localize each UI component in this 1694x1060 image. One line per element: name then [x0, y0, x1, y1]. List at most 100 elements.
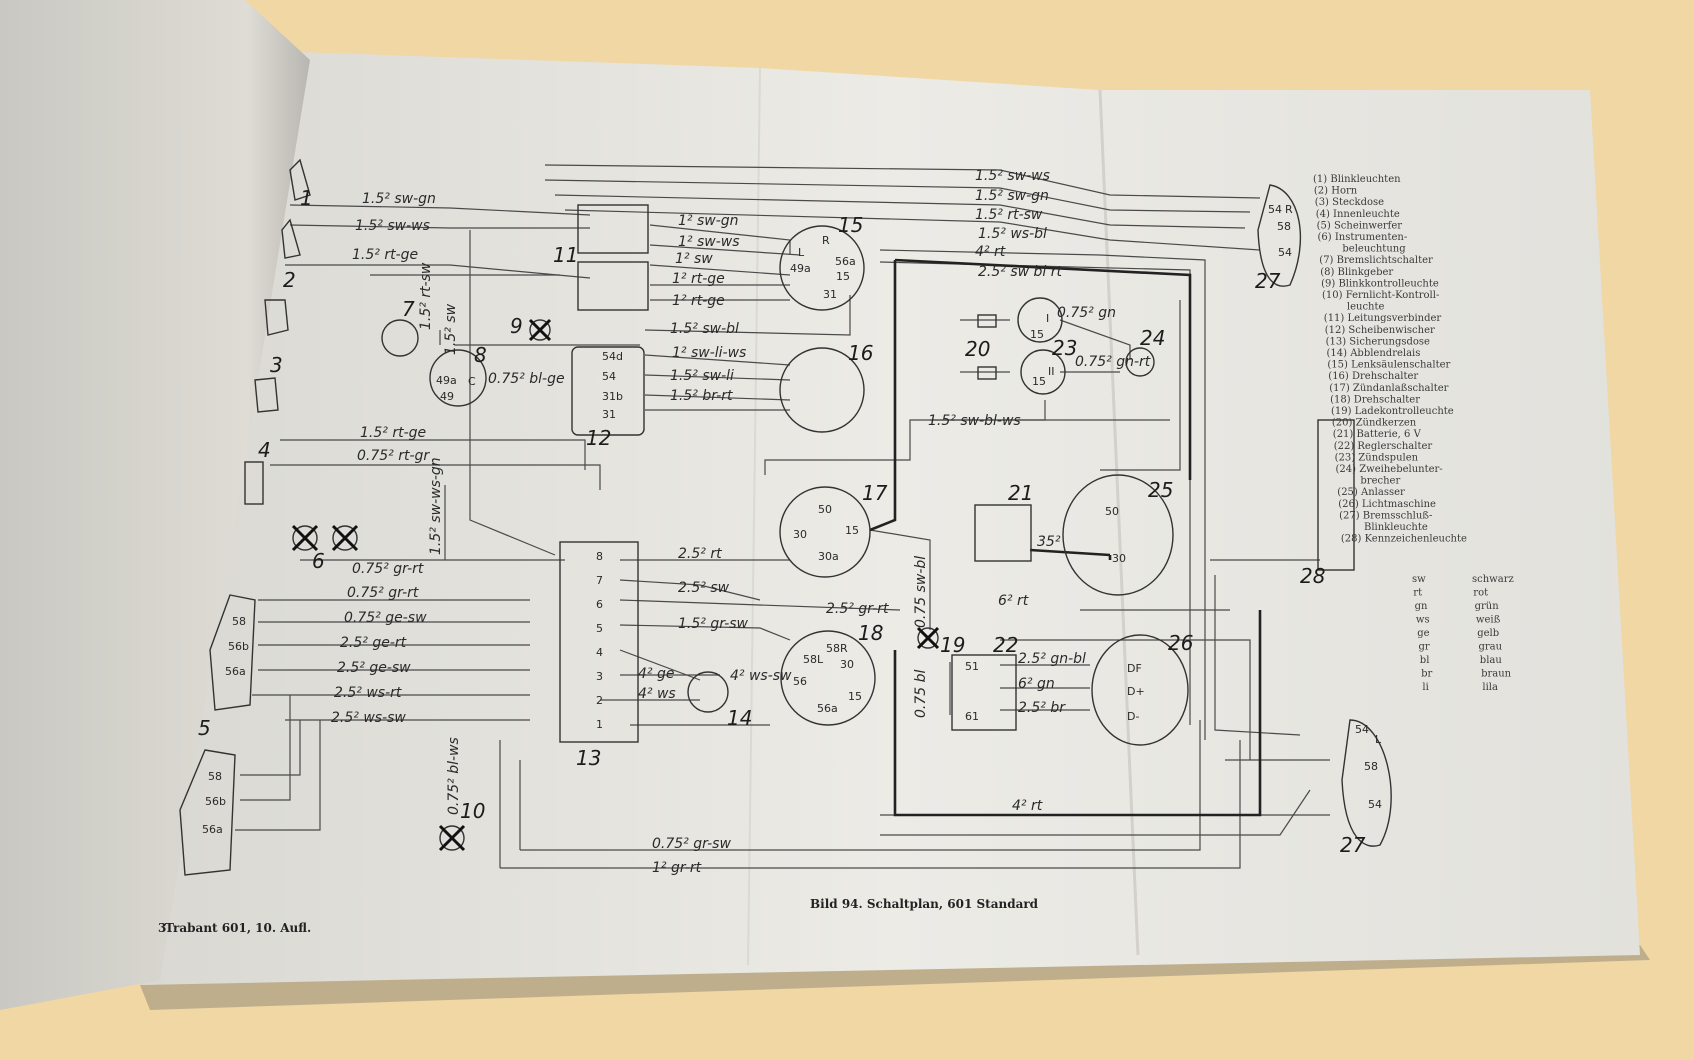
- fuse-number: 3: [596, 670, 603, 683]
- component-number: 25: [1148, 478, 1173, 502]
- terminal-label: 50: [1105, 505, 1119, 518]
- legend-item: (7) Bremslichtschalter: [1319, 255, 1433, 266]
- wire-label: 0.75² ge-sw: [344, 610, 427, 626]
- wire-label: 0.75² gr-rt: [352, 561, 424, 577]
- terminal-label: 54: [1278, 246, 1292, 259]
- wire-label: 2.5² ws-rt: [334, 685, 402, 701]
- legend-list: (1) Blinkleuchten(2) Horn(3) Steckdose(4…: [1313, 174, 1467, 545]
- color-abbrev: ws: [1416, 615, 1430, 626]
- terminal-label: 56b: [228, 640, 249, 653]
- left-book-page: [0, 0, 310, 1010]
- terminal-label: 51: [965, 660, 979, 673]
- wire-label: 2.5² ge-rt: [340, 635, 407, 651]
- wire-label: 1.5² sw-li: [670, 368, 734, 384]
- legend-item: (23) Zündspulen: [1335, 452, 1419, 463]
- color-abbrev: sw: [1412, 574, 1426, 585]
- fuse-number: 1: [596, 718, 603, 731]
- terminal-label: 58: [1364, 760, 1378, 773]
- terminal-label: 49: [440, 390, 454, 403]
- color-name: blau: [1480, 655, 1503, 666]
- terminal-label: 58: [208, 770, 222, 783]
- legend-item: (11) Leitungsverbinder: [1324, 313, 1442, 324]
- component-number: 27: [1255, 269, 1281, 293]
- terminal-label: 56: [793, 675, 807, 688]
- terminal-label: 15: [1030, 328, 1044, 341]
- color-abbrev: gr: [1419, 642, 1430, 653]
- component-number: 6: [312, 549, 325, 573]
- component-number: 12: [586, 426, 611, 450]
- terminal-label: 15: [1032, 375, 1046, 388]
- terminal-label: 54: [1268, 203, 1282, 216]
- color-name: grau: [1479, 642, 1503, 653]
- terminal-label: 31: [602, 408, 616, 421]
- component-number: 16: [848, 341, 873, 365]
- component-number: 1: [300, 186, 313, 210]
- wire-label: 1² rt-ge: [672, 293, 725, 309]
- wire-label: 0.75² rt-gr: [357, 448, 430, 464]
- lamp-symbols: [291, 318, 940, 852]
- legend-item: (28) Kennzeichenleuchte: [1341, 534, 1467, 545]
- legend-item: (17) Zündanlaßschalter: [1329, 383, 1448, 394]
- component-number: 14: [727, 706, 752, 730]
- legend-item: (6) Instrumenten-: [1318, 232, 1408, 243]
- component-number: 17: [862, 481, 888, 505]
- wire-label: 1² sw: [675, 251, 713, 267]
- component-number: 20: [965, 337, 990, 361]
- component-number: 8: [474, 343, 487, 367]
- wire-label: 1.5² sw-bl: [670, 321, 739, 337]
- color-abbrev: bl: [1420, 655, 1430, 666]
- terminal-label: 31b: [602, 390, 623, 403]
- terminal-label: 58L: [803, 653, 824, 666]
- legend-item: (10) Fernlicht-Kontroll-: [1322, 290, 1439, 301]
- color-abbrev: ge: [1417, 628, 1429, 639]
- component-number: 7: [402, 297, 415, 321]
- wire-label: 1.5² sw: [443, 303, 459, 355]
- terminal-label: 50: [818, 503, 832, 516]
- component-number: 22: [993, 633, 1018, 657]
- terminal-label: 54: [1355, 723, 1369, 736]
- wire-label: 2.5² sw bl rt: [978, 264, 1063, 280]
- component-number: 3: [270, 353, 283, 377]
- terminal-label: R: [1285, 203, 1293, 216]
- wire-label: 4² ws-sw: [730, 668, 792, 684]
- wire-label: 4² ge: [638, 666, 674, 682]
- component-number: 11: [553, 243, 578, 267]
- wire-label: 35²: [1037, 534, 1061, 550]
- terminal-label: 56a: [817, 702, 838, 715]
- fuse-number: 5: [596, 622, 603, 635]
- terminal-labels: 58 56b 56a 58 56b 56a 49a C 49 L R 49a 5…: [202, 203, 1382, 836]
- legend-item: beleuchtung: [1342, 244, 1406, 255]
- wire-label: 6² gn: [1018, 676, 1055, 692]
- legend-item: (12) Scheibenwischer: [1325, 325, 1435, 336]
- color-name: lila: [1482, 682, 1498, 693]
- color-name: rot: [1473, 588, 1488, 599]
- terminal-label: 58: [232, 615, 246, 628]
- wire-label: 1.5² rt-sw: [418, 262, 434, 330]
- wire-label: 1² sw-ws: [678, 234, 740, 250]
- terminal-label: II: [1048, 365, 1055, 378]
- component-number: 10: [460, 799, 485, 823]
- color-name: gelb: [1477, 628, 1499, 639]
- wire-label: 1.5² br-rt: [670, 388, 733, 404]
- legend-item: (22) Reglerschalter: [1334, 441, 1433, 452]
- main-cables: [869, 258, 1262, 817]
- wire-label: 2.5² br: [1018, 700, 1066, 716]
- terminal-label: D+: [1127, 685, 1145, 698]
- terminal-label: 54: [602, 370, 616, 383]
- terminal-label: 15: [845, 524, 859, 537]
- legend-item: (8) Blinkgeber: [1320, 267, 1393, 278]
- color-name: grün: [1475, 601, 1500, 612]
- wire-label: 4² ws: [638, 686, 676, 702]
- wire-label: 0.75 sw-bl: [913, 556, 929, 628]
- component-number: 13: [576, 746, 601, 770]
- wire-label: 1.5² sw-ws: [355, 218, 430, 234]
- wire-label: 1.5² rt-ge: [360, 425, 426, 441]
- legend-item: (24) Zweihebelunter-: [1336, 464, 1443, 475]
- wire-label: 4² rt: [975, 244, 1006, 260]
- terminal-label: D-: [1127, 710, 1139, 723]
- wire-label: 1.5² sw-ws: [975, 168, 1050, 184]
- fuse-number: 2: [596, 694, 603, 707]
- wire-label: 1² sw-gn: [678, 213, 739, 229]
- page-footer: Trabant 601, 10. Aufl.: [165, 921, 311, 935]
- terminal-label: 30: [1112, 552, 1126, 565]
